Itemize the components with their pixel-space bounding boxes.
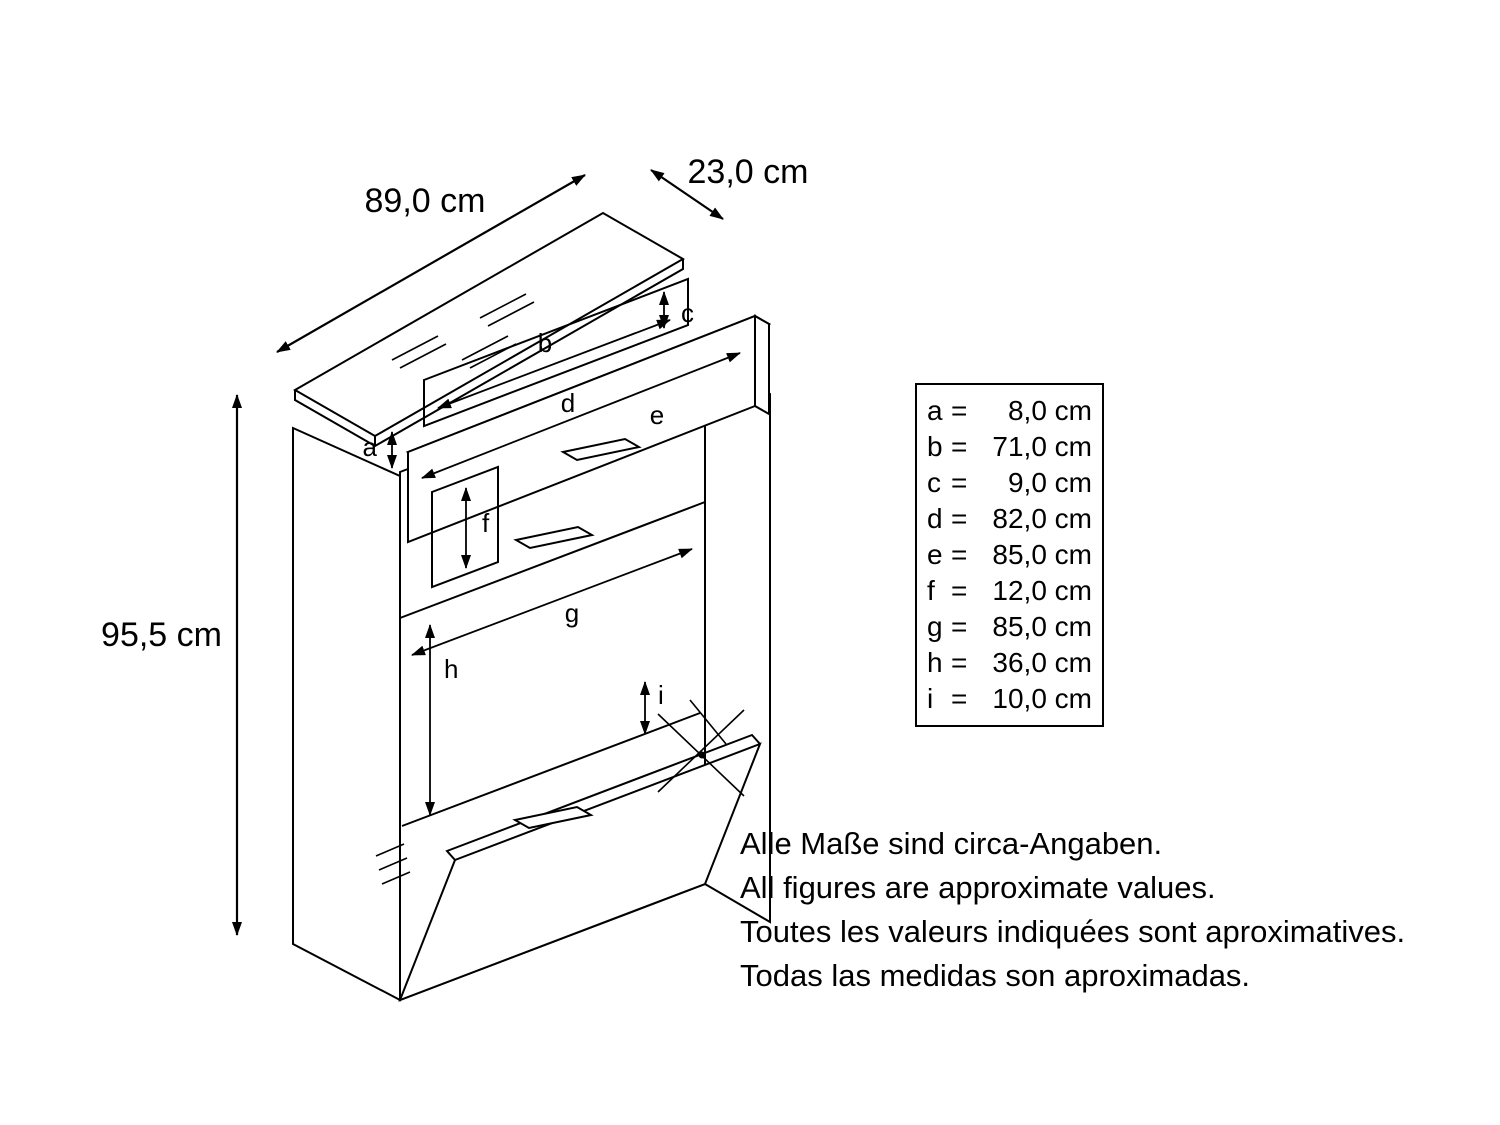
legend-row-f: f = 12,0 cm (927, 573, 1092, 609)
bottom-shelf-edge (401, 712, 701, 827)
note-line-en: All figures are approximate values. (740, 870, 1216, 905)
legend-value: 36,0 cm (992, 647, 1092, 678)
label-e: e (650, 400, 664, 430)
legend-equals: = (951, 575, 968, 606)
legend-equals: = (951, 539, 968, 570)
legend-equals: = (951, 647, 968, 678)
legend-equals: = (951, 395, 968, 426)
legend-key: i (927, 683, 934, 714)
label-c: c (681, 298, 694, 328)
depth-dimension-label: 23,0 cm (688, 153, 809, 191)
legend-row-g: g = 85,0 cm (927, 609, 1092, 645)
note-line-fr: Toutes les valeurs indiquées sont aproxi… (740, 914, 1406, 949)
legend-key: d (927, 503, 943, 534)
legend-row-d: d = 82,0 cm (927, 501, 1092, 537)
dim-g-arrow (411, 548, 693, 656)
legend-row-h: h = 36,0 cm (927, 645, 1092, 681)
legend-value: 9,0 cm (1007, 467, 1092, 498)
legend-key: e (927, 539, 943, 570)
depth-dimension-arrow (650, 169, 724, 220)
legend-value: 10,0 cm (992, 683, 1092, 714)
legend-equals: = (951, 431, 968, 462)
label-f: f (482, 508, 490, 538)
approximate-values-notes: Alle Maße sind circa-Angaben. All figure… (740, 822, 1405, 998)
glass-edge-thickness (294, 259, 684, 448)
legend-value: 71,0 cm (992, 431, 1092, 462)
legend-row-c: c = 9,0 cm (927, 465, 1092, 501)
legend-equals: = (951, 467, 968, 498)
flap-top-edge-thickness (445, 733, 761, 861)
scissor-mechanism (657, 699, 745, 797)
width-dimension-arrow (276, 174, 586, 353)
legend-key: a (927, 395, 943, 426)
left-side-panel (292, 426, 401, 1002)
label-i: i (658, 680, 664, 710)
label-b: b (538, 328, 552, 358)
height-dimension-label: 95,5 cm (101, 616, 222, 654)
note-line-es: Todas las medidas son aproximadas. (740, 958, 1251, 993)
measurement-legend: a = 8,0 cm b = 71,0 cm c = 9,0 cm d = 82… (915, 383, 1104, 727)
legend-key: f (927, 575, 935, 606)
note-line-de: Alle Maße sind circa-Angaben. (740, 826, 1163, 861)
dim-d-arrow (421, 352, 741, 479)
legend-value: 8,0 cm (1007, 395, 1092, 426)
legend-value: 85,0 cm (992, 611, 1092, 642)
upper-flap-handle (513, 525, 595, 550)
legend-value: 85,0 cm (992, 539, 1092, 570)
legend-equals: = (951, 503, 968, 534)
drawer-panel-right-face (754, 314, 770, 416)
internal-dimension-arrows (387, 291, 741, 816)
label-d: d (561, 388, 575, 418)
label-h: h (444, 654, 458, 684)
flap-handle (512, 805, 594, 830)
legend-equals: = (951, 611, 968, 642)
legend-row-b: b = 71,0 cm (927, 429, 1092, 465)
legend-key: c (927, 467, 941, 498)
legend-value: 12,0 cm (992, 575, 1092, 606)
legend-key: b (927, 431, 943, 462)
width-dimension-label: 89,0 cm (365, 182, 486, 220)
outer-dimension-arrows: 89,0 cm 23,0 cm 95,5 cm (101, 153, 809, 936)
legend-row-a: a = 8,0 cm (927, 393, 1092, 429)
legend-key: g (927, 611, 943, 642)
legend-equals: = (951, 683, 968, 714)
open-bottom-flap (375, 699, 762, 1002)
label-g: g (565, 598, 579, 628)
legend-row-i: i = 10,0 cm (927, 681, 1092, 717)
legend-row-e: e = 85,0 cm (927, 537, 1092, 573)
part-letter-labels: a b c d e f g h i (363, 298, 694, 710)
legend-value: 82,0 cm (992, 503, 1092, 534)
legend-key: h (927, 647, 943, 678)
hinge-marks (375, 843, 411, 885)
label-a: a (363, 432, 378, 462)
